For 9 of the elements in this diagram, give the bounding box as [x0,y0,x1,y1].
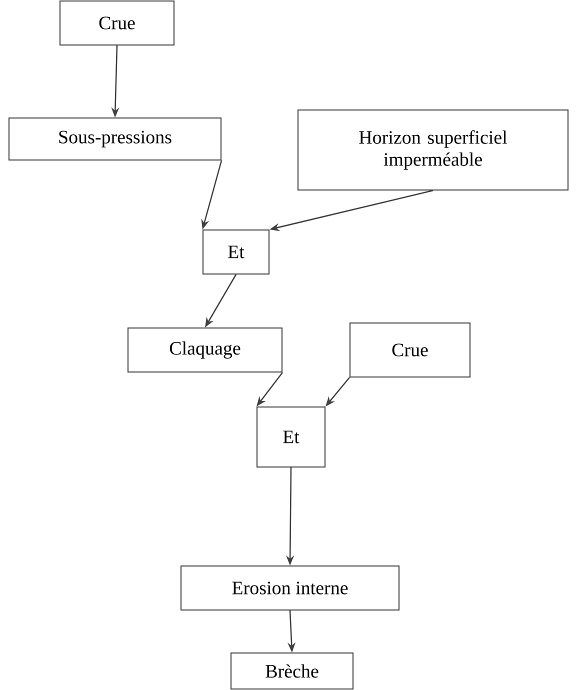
process-box: Crue [350,322,470,378]
process-box: Crue [60,0,174,46]
process-box: Horizon superficiel imperméable [298,110,568,190]
process-box: Et [202,230,270,274]
process-box: Erosion interne [180,566,400,610]
process-box: Et [256,406,326,468]
process-box: Sous-pressions [8,118,222,160]
process-box: Claquage [128,328,282,372]
process-box: Brèche [230,652,354,690]
